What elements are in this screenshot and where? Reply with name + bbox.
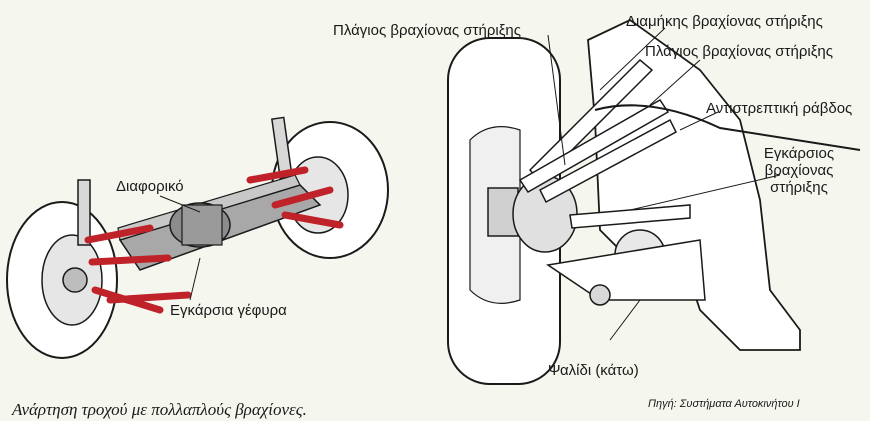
label-transverse-arm-line2: βραχίονας bbox=[764, 162, 834, 179]
red-arm-3 bbox=[106, 291, 192, 304]
leader-differential bbox=[159, 195, 201, 213]
figure-source: Πηγή: Συστήματα Αυτοκινήτου Ι bbox=[648, 398, 800, 410]
bushing bbox=[589, 284, 611, 306]
lower-wishbone bbox=[546, 239, 706, 301]
right-suspension-drawing bbox=[447, 18, 861, 385]
label-cross-axle: Εγκάρσια γέφυρα bbox=[170, 302, 287, 319]
leader-anti-roll bbox=[679, 111, 719, 131]
arm-lateral-lower bbox=[539, 118, 677, 204]
label-anti-roll-bar: Αντιστρεπτική ράβδος bbox=[706, 100, 853, 117]
red-arm-5 bbox=[246, 166, 309, 184]
leader-lateral-second bbox=[649, 59, 701, 106]
leader-cross-axle bbox=[189, 257, 201, 301]
arm-transverse bbox=[569, 204, 691, 229]
figure-caption: Ανάρτηση τροχού με πολλαπλούς βραχίονες. bbox=[12, 400, 307, 419]
hub-left bbox=[62, 267, 88, 293]
label-transverse-arm-line1: Εγκάρσιος bbox=[763, 145, 835, 162]
red-arm-4 bbox=[84, 224, 154, 244]
label-lower-wishbone: Ψαλίδι (κάτω) bbox=[548, 362, 639, 379]
arm-lateral-upper bbox=[518, 99, 670, 193]
red-arm-6 bbox=[271, 186, 334, 209]
label-lateral-arm-second: Πλάγιος βραχίονας στήριξης bbox=[645, 43, 833, 60]
label-lateral-arm-top: Πλάγιος βραχίονας στήριξης bbox=[333, 22, 521, 39]
red-arm-7 bbox=[281, 211, 344, 229]
label-differential: Διαφορικό bbox=[116, 178, 184, 195]
leader-transverse bbox=[629, 174, 781, 211]
differential-body bbox=[181, 204, 223, 246]
leader-wishbone bbox=[609, 299, 641, 341]
red-arm-1 bbox=[88, 254, 172, 266]
anti-roll-bar bbox=[594, 104, 861, 151]
shock-left bbox=[77, 179, 91, 246]
left-axle-drawing bbox=[6, 116, 389, 359]
leader-lateral-top bbox=[547, 34, 566, 166]
label-transverse-arm: Εγκάρσιος βραχίονας στήριξης bbox=[740, 145, 858, 196]
label-longitudinal-arm: Διαμήκης βραχίονας στήριξης bbox=[626, 13, 823, 30]
leader-longitudinal bbox=[599, 27, 666, 91]
label-transverse-arm-line3: στήριξης bbox=[770, 179, 828, 196]
